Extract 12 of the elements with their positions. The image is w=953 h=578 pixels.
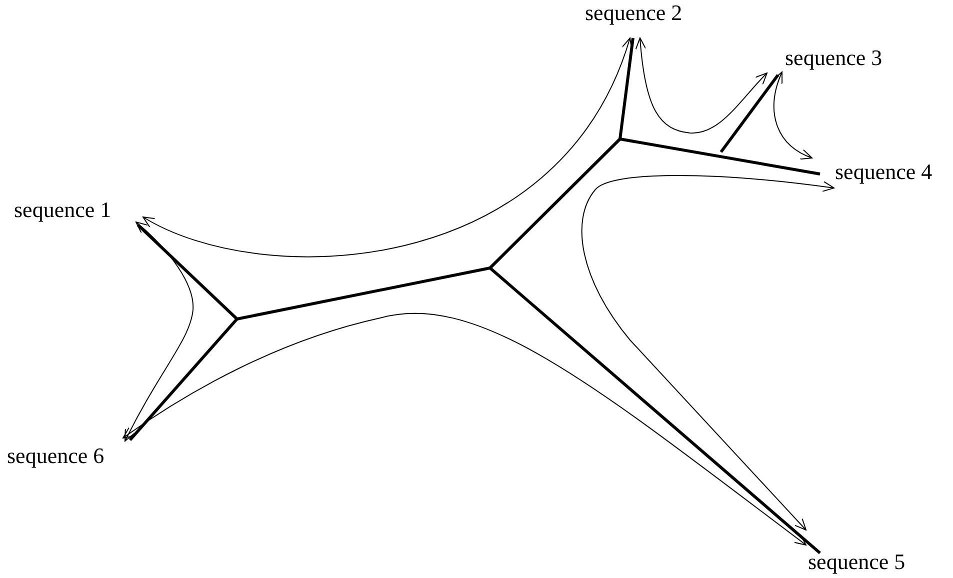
double-headed-arrow: [772, 72, 812, 159]
double-headed-arrow: [122, 313, 806, 546]
double-headed-arrow: [124, 222, 194, 442]
sequence-label: sequence 4: [835, 159, 932, 185]
sequence-label: sequence 1: [14, 197, 112, 223]
sequence-label: sequence 3: [785, 45, 882, 71]
double-headed-arrow: [581, 175, 834, 530]
sequence-label: sequence 2: [585, 0, 682, 26]
sequence-label: sequence 6: [7, 443, 104, 469]
double-headed-arrow: [142, 38, 632, 258]
double-headed-arrow: [635, 38, 768, 134]
sequence-label: sequence 5: [808, 549, 906, 575]
